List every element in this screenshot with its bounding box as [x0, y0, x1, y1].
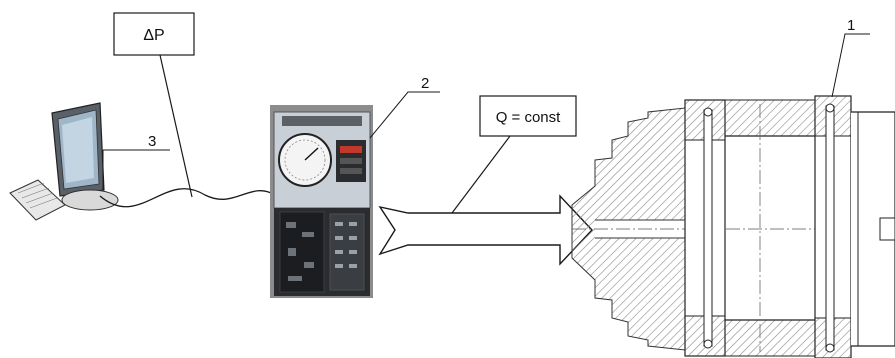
label-2-leader	[369, 91, 440, 139]
signal-cable	[99, 188, 276, 208]
nozzle-assembly-drawing	[571, 95, 895, 358]
flow-arrow-icon	[378, 194, 593, 266]
label-1: 1	[847, 17, 855, 34]
delta-p-leader	[159, 54, 193, 198]
measuring-unit-photo	[270, 105, 373, 298]
delta-p-box	[113, 12, 195, 56]
flow-box	[479, 95, 577, 137]
label-2: 2	[421, 75, 429, 92]
delta-p-label: ΔP	[143, 27, 164, 44]
label-1-leader	[831, 33, 870, 98]
flow-label: Q = const	[496, 109, 561, 126]
label-3: 3	[148, 133, 156, 150]
flow-leader	[451, 135, 511, 214]
computer-icon	[9, 102, 119, 221]
